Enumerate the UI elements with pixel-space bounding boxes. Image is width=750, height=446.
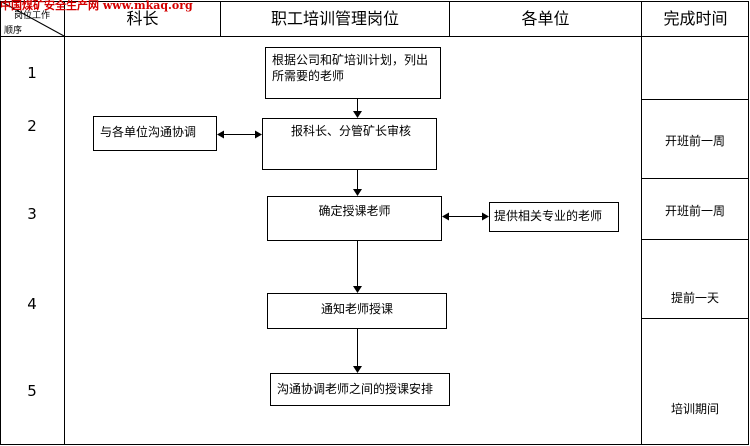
- header-units: 各单位: [521, 9, 570, 28]
- completion-time-step-4: 提前一天: [670, 291, 719, 305]
- step-number-3: 3: [27, 205, 37, 223]
- site-watermark: 中国煤矿安全生产网 www.mkaq.org: [0, 0, 193, 12]
- flow-box-arrange-schedule: 沟通协调老师之间的授课安排: [270, 373, 450, 406]
- header-section-chief: 科长: [126, 9, 159, 28]
- corner-header-bottom: 顺序: [4, 26, 23, 36]
- flow-box-submit-review: 报科长、分管矿长审核: [262, 118, 437, 170]
- flow-box-list-teachers: 根据公司和矿培训计划，列出所需要的老师: [265, 47, 441, 99]
- step-number-5: 5: [27, 382, 37, 400]
- step-number-2: 2: [27, 117, 37, 135]
- step-number-4: 4: [27, 295, 37, 313]
- header-training-post: 职工培训管理岗位: [270, 9, 399, 28]
- flow-box-provide-teachers: 提供相关专业的老师: [489, 202, 619, 232]
- step-number-1: 1: [27, 64, 37, 82]
- corner-header-top: 岗位工作: [14, 11, 51, 21]
- header-completion-time: 完成时间: [663, 9, 728, 28]
- flow-box-confirm-teacher: 确定授课老师: [267, 196, 442, 241]
- completion-time-step-3: 开班前一周: [664, 204, 725, 218]
- completion-time-step-5: 培训期间: [670, 402, 719, 416]
- flow-box-coordinate-units: 与各单位沟通协调: [93, 116, 217, 151]
- flow-box-notify-teachers: 通知老师授课: [267, 293, 447, 329]
- completion-time-step-2: 开班前一周: [664, 134, 725, 148]
